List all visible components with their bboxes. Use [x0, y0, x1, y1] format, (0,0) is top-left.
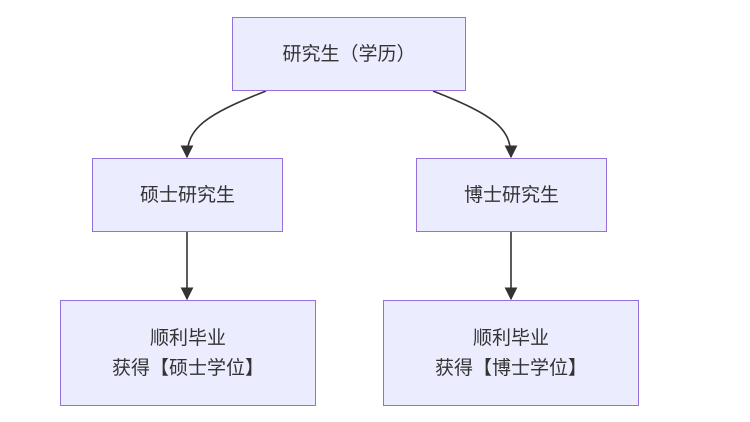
node-label-line2: 获得【硕士学位】 — [111, 357, 264, 379]
node-label: 博士研究生 — [463, 184, 559, 206]
edge-root-to-master — [180, 90, 267, 159]
node-doctoral-graduation: 顺利毕业 获得【博士学位】 — [383, 300, 639, 406]
node-label-line1: 顺利毕业 — [149, 327, 226, 349]
node-master-graduation: 顺利毕业 获得【硕士学位】 — [60, 300, 316, 406]
node-label: 研究生（学历） — [282, 43, 416, 65]
node-label-line2: 获得【博士学位】 — [434, 357, 587, 379]
node-graduate-student: 研究生（学历） — [232, 17, 466, 91]
node-master-student: 硕士研究生 — [92, 158, 283, 232]
node-label: 硕士研究生 — [139, 184, 235, 206]
edge-root-to-phd — [432, 90, 518, 159]
node-label-line1: 顺利毕业 — [472, 327, 549, 349]
node-doctoral-student: 博士研究生 — [416, 158, 607, 232]
